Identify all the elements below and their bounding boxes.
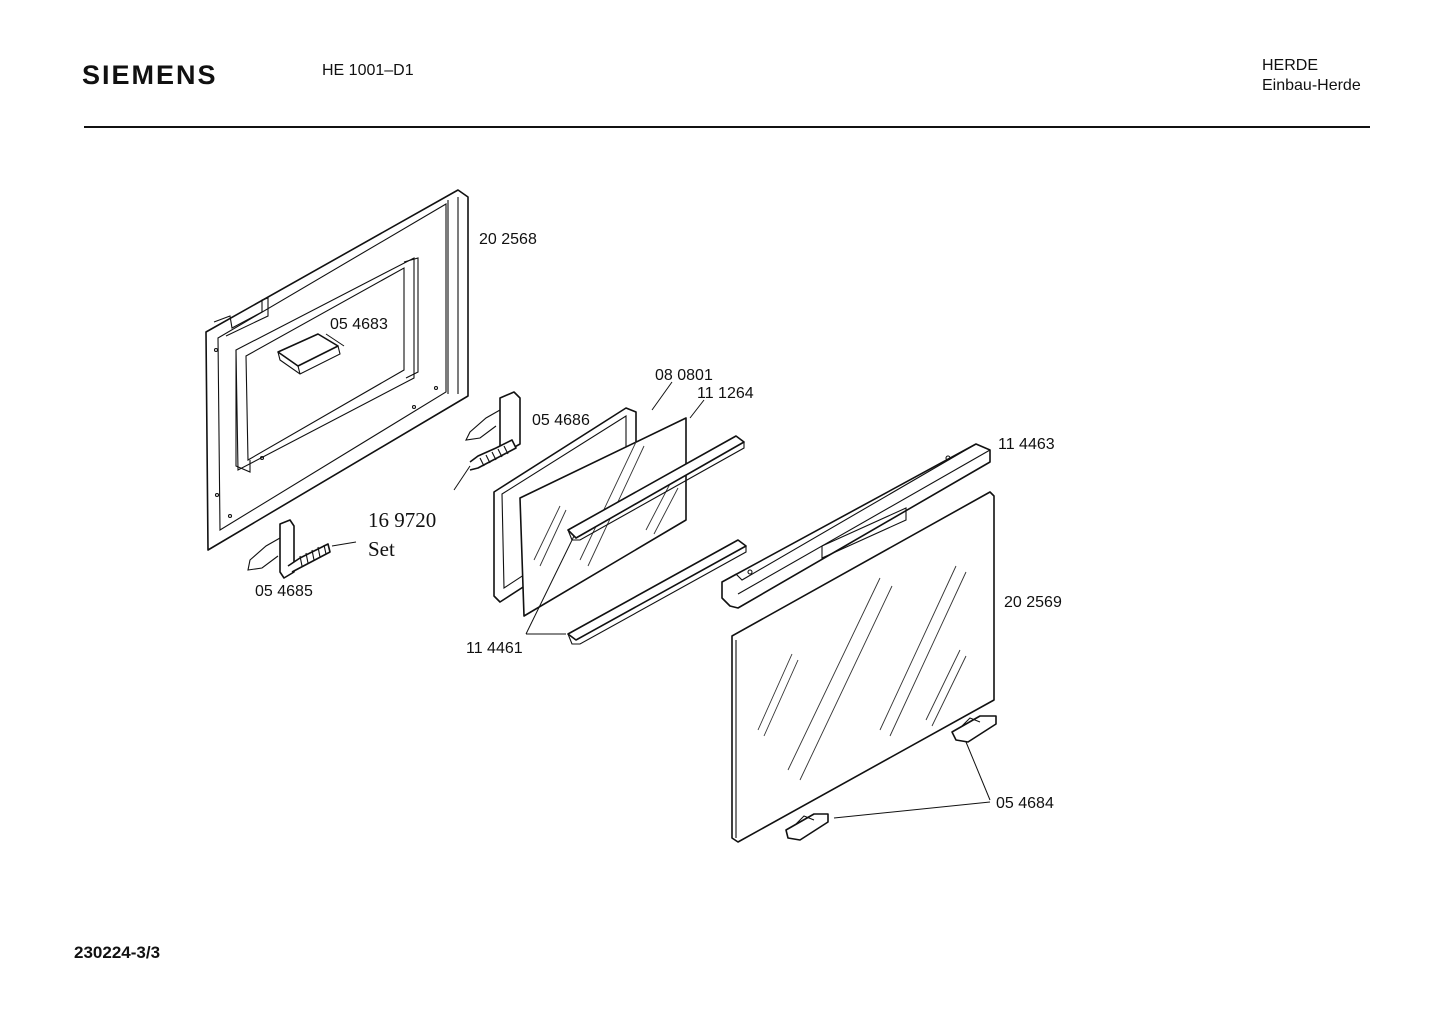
part-054686 <box>465 391 521 471</box>
part-054685 <box>247 519 331 579</box>
label-054684: 05 4684 <box>996 795 1054 812</box>
leader-lines <box>325 333 991 819</box>
inner-door-frame <box>205 189 469 551</box>
label-202568: 20 2568 <box>479 231 537 248</box>
category-title: HERDE <box>1262 57 1319 74</box>
label-080801: 08 0801 <box>655 367 713 384</box>
part-114463-top-profile <box>721 443 991 609</box>
label-054685: 05 4685 <box>255 583 313 600</box>
label-054683: 05 4683 <box>330 316 388 333</box>
label-set: Set <box>368 537 395 561</box>
label-202569: 20 2569 <box>1004 594 1062 611</box>
part-054683 <box>277 333 341 375</box>
part-202569-outer-glass <box>731 491 995 843</box>
label-169720: 16 9720 <box>368 508 436 532</box>
model-number: HE 1001–D1 <box>322 62 414 79</box>
brand-logo: SIEMENS <box>82 60 218 90</box>
label-054686: 05 4686 <box>532 412 590 429</box>
label-114463: 11 4463 <box>998 436 1055 453</box>
category-subtitle: Einbau-Herde <box>1262 77 1361 94</box>
part-054684-clips <box>785 715 997 841</box>
header-divider <box>84 126 1370 128</box>
inner-glass-top-rail <box>567 435 745 541</box>
label-114461: 11 4461 <box>466 640 523 657</box>
label-111264: 11 1264 <box>697 385 754 402</box>
part-114461-rail <box>567 539 747 645</box>
document-reference: 230224-3/3 <box>74 943 161 962</box>
